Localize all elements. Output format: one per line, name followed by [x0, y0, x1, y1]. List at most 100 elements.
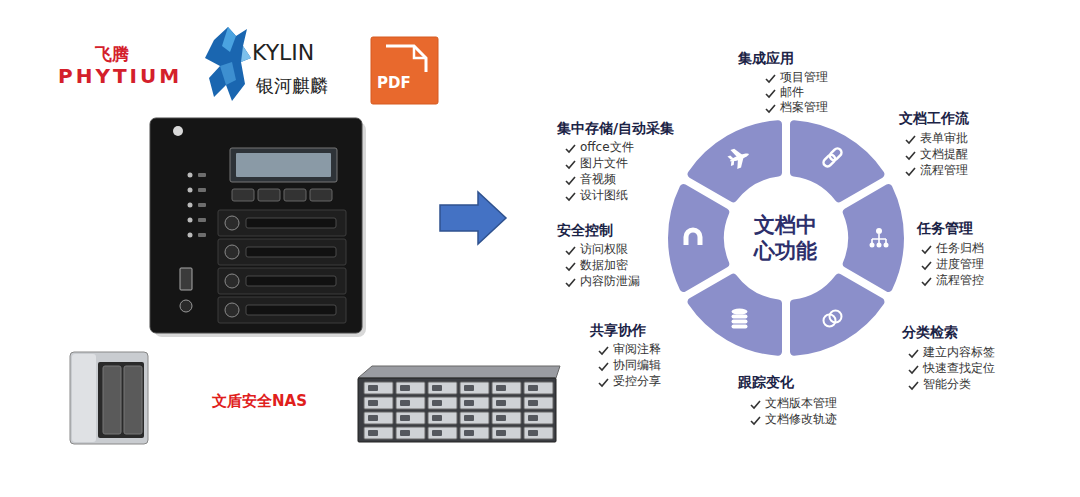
label-text: 共享协作 [590, 322, 646, 338]
pdf-page-fold [414, 46, 426, 58]
check-mark-stroke [906, 152, 915, 159]
label-text: 任务管理 [917, 220, 973, 236]
rack-front [358, 378, 556, 442]
label-text: PDF [377, 74, 411, 92]
rack-top [358, 366, 560, 378]
nas-led [188, 173, 193, 178]
rack-drive-bay [396, 427, 425, 439]
nas-bay-handle [246, 305, 336, 315]
rack-drive-latch [400, 385, 410, 391]
nas-drive-bay [218, 210, 346, 236]
label-text: 设计图纸 [580, 188, 628, 202]
segment-icon [870, 228, 889, 248]
rack-drive-bay [524, 427, 553, 439]
rack-drive-latch [496, 415, 506, 421]
label-text: 协同编辑 [613, 358, 661, 372]
label-text: 图片文件 [580, 156, 628, 170]
feature-item: 内容防泄漏 [565, 274, 640, 288]
small-nas-bay [103, 366, 121, 434]
nas-power-button [180, 300, 192, 312]
rack-drive-bay [364, 382, 393, 394]
rack-drive-bay [492, 412, 521, 424]
label-text: 飞腾 [95, 44, 129, 64]
rack-drive-latch [400, 430, 410, 436]
category-heading: 任务管理 [917, 220, 973, 237]
label-text: 跟踪变化 [738, 374, 794, 390]
label-text: 集中存储/自动采集 [557, 120, 674, 136]
rack-drive-latch [368, 430, 378, 436]
check-mark [765, 73, 776, 84]
category-heading: 集成应用 [738, 50, 794, 67]
feature-item: 文档修改轨迹 [750, 412, 837, 426]
check-mark [565, 159, 576, 170]
check-mark [908, 364, 919, 375]
nas-led [188, 203, 193, 208]
ring-segment [843, 184, 904, 292]
check-mark-stroke [906, 168, 915, 175]
nas-usb-port [180, 268, 192, 290]
label-text: 表单审批 [920, 131, 968, 145]
feature-item: 智能分类 [908, 377, 971, 391]
check-mark [921, 244, 932, 255]
small-nas-side [72, 354, 96, 442]
feature-item: 设计图纸 [565, 188, 628, 202]
kylin-facet [220, 62, 236, 85]
kylin-facet [241, 46, 251, 62]
check-mark [921, 260, 932, 271]
segment-icon [732, 309, 748, 329]
label-text: 集成应用 [738, 50, 794, 66]
hierarchy-lines [872, 234, 886, 243]
hierarchy-dot [870, 243, 875, 248]
brand-name: KYLIN [252, 40, 314, 66]
segment-icon [686, 230, 700, 245]
label-text: 访问权限 [580, 242, 628, 256]
rack-drive-bay [428, 412, 457, 424]
check-mark [765, 88, 776, 99]
feature-item: 审阅注释 [598, 342, 661, 356]
label-text: 项目管理 [780, 70, 828, 84]
check-mark-stroke [566, 145, 575, 152]
rack-drive-bay [492, 427, 521, 439]
rack-drive-latch [400, 400, 410, 406]
nas-bay-lock [225, 216, 239, 230]
label-text: 文档修改轨迹 [765, 412, 837, 426]
rack-drive-bay [428, 427, 457, 439]
rack-drive-latch [464, 385, 474, 391]
check-mark [598, 345, 609, 356]
rack-drive-latch [528, 385, 538, 391]
nas-led-mark [198, 233, 206, 237]
segment-icon [824, 311, 842, 327]
kylin-body [205, 27, 251, 101]
check-mark [905, 150, 916, 161]
label-text: PHYTIUM [58, 64, 182, 88]
feature-item: 进度管理 [921, 257, 984, 271]
check-mark [565, 261, 576, 272]
nas-bay-handle [246, 218, 336, 228]
small-nas-front [98, 362, 144, 438]
rack-drive-latch [464, 400, 474, 406]
check-mark-stroke [909, 382, 918, 389]
nas-device [150, 118, 366, 337]
label-text: 建立内容标签 [923, 345, 995, 359]
nas-body [150, 118, 362, 333]
check-mark [908, 348, 919, 359]
segment-icon [726, 145, 753, 171]
feature-item: 文档提醒 [905, 147, 968, 161]
feature-item: 档案管理 [765, 100, 828, 114]
rack-drive-latch [528, 415, 538, 421]
category-heading: 分类检索 [902, 324, 958, 341]
category-heading: 安全控制 [557, 222, 613, 239]
label-text: 智能分类 [923, 377, 971, 391]
database-layer [732, 315, 748, 319]
pdf-icon [371, 37, 438, 104]
feature-item: offce文件 [565, 140, 634, 154]
nas-bay-lock [225, 245, 239, 259]
label-text: 流程管控 [936, 273, 984, 287]
label-text: 银河麒麟 [256, 75, 328, 96]
rack-drive-latch [432, 415, 442, 421]
nas-led-mark [198, 173, 206, 177]
brand-name: PHYTIUM [58, 64, 182, 88]
check-mark [565, 245, 576, 256]
check-mark-stroke [922, 278, 931, 285]
